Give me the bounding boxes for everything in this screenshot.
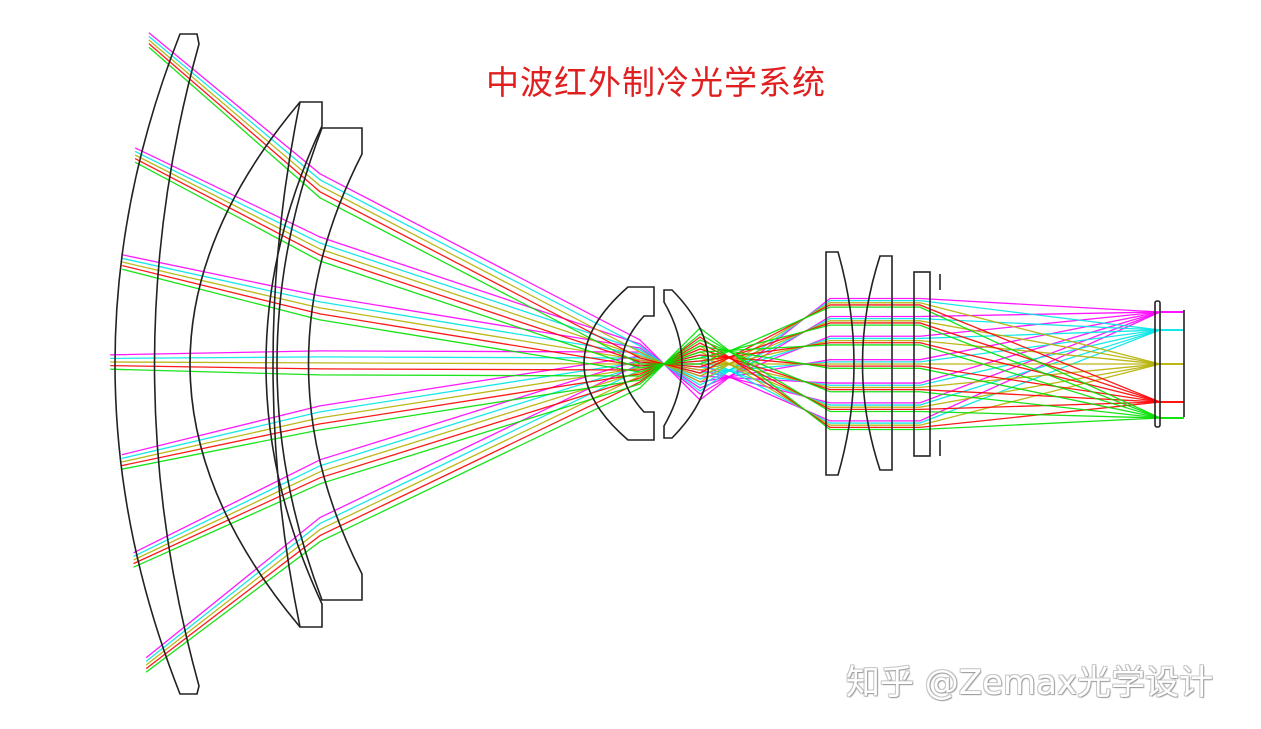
ray-path: [145, 329, 1184, 662]
ray-path: [133, 342, 1184, 565]
ray-path: [148, 46, 1184, 419]
watermark: 知乎 @Zemax光学设计: [846, 663, 1214, 703]
ray-path: [110, 311, 1184, 383]
ray-path: [148, 43, 1184, 403]
ray-path: [134, 150, 1184, 386]
ray-path: [145, 345, 1184, 666]
biconcave-lens-7: [861, 255, 893, 471]
ray-path: [122, 264, 1184, 403]
meniscus-lens-3: [276, 127, 363, 601]
ray-path: [122, 261, 1184, 371]
ray-path: [110, 361, 1184, 365]
ray-path: [133, 333, 1184, 568]
meniscus-lens-2-inner: [272, 101, 301, 628]
ray-path: [122, 257, 1184, 380]
lens-elements: [114, 33, 1185, 695]
biconvex-lens-6: [825, 251, 855, 476]
ray-path: [145, 327, 1184, 673]
flat-window: [913, 271, 931, 457]
ray-path: [133, 311, 1184, 554]
relay-lens-5: [663, 289, 710, 439]
ray-path: [122, 254, 1184, 389]
ray-path: [122, 268, 1184, 419]
ray-bundles: [110, 32, 1184, 673]
ray-path: [110, 345, 1184, 419]
ray-path: [110, 329, 1184, 374]
ray-path: [133, 351, 1184, 561]
ray-path: [134, 158, 1184, 403]
ray-path: [133, 329, 1184, 557]
meniscus-lens-2: [189, 101, 323, 628]
ray-path: [148, 32, 1184, 401]
front-meniscus-lens-1: [114, 33, 200, 695]
ray-path: [145, 311, 1184, 659]
relay-lens-4: [583, 286, 655, 441]
ray-path: [148, 35, 1184, 392]
diagram-title: 中波红外制冷光学系统: [486, 63, 826, 102]
ray-path: [148, 39, 1184, 383]
ray-path: [121, 339, 1184, 470]
ray-path: [145, 336, 1184, 670]
detector-window: [1154, 300, 1161, 428]
ray-path: [134, 161, 1184, 419]
ray-path: [134, 154, 1184, 377]
ray-path: [110, 354, 1184, 403]
